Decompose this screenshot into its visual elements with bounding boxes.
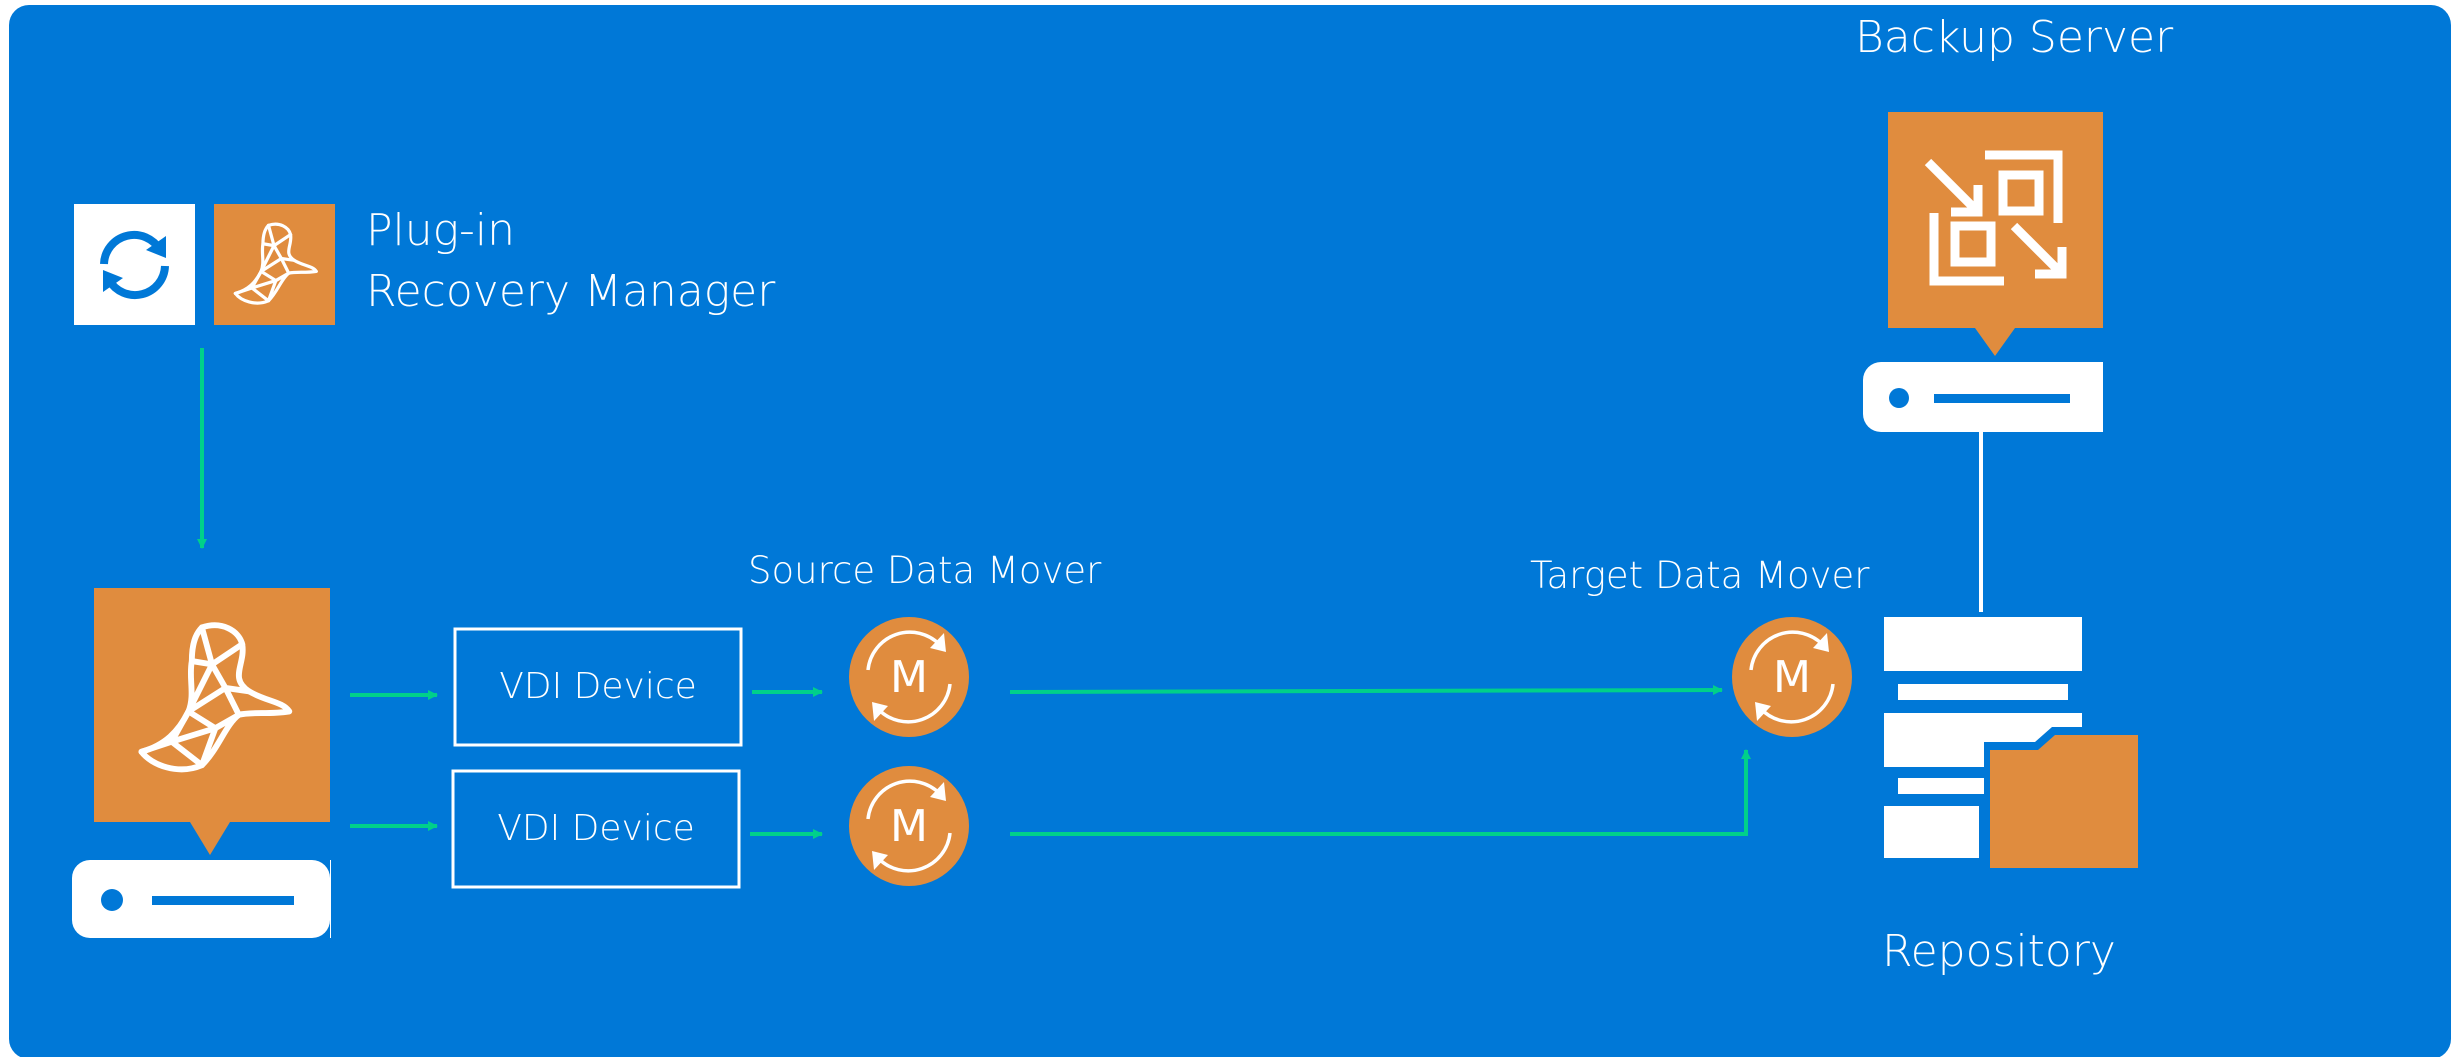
repository-label: Repository bbox=[1882, 926, 2116, 977]
flow-arrow-source-2-to-target bbox=[1010, 749, 1751, 836]
vdi-device-1-label: VDI Device bbox=[499, 666, 697, 707]
backup-server-host bbox=[1863, 362, 2103, 432]
server-slot bbox=[152, 896, 294, 905]
data-mover-icon bbox=[866, 779, 952, 873]
server-led-icon bbox=[101, 889, 123, 911]
server-led-icon bbox=[1889, 388, 1909, 408]
plugin-label-line1: Plug-in bbox=[366, 205, 515, 256]
callout-pointer bbox=[1975, 328, 2015, 356]
server-slot bbox=[1934, 394, 2070, 403]
sql-server-large-tile bbox=[94, 588, 330, 855]
data-mover-icon bbox=[1749, 630, 1835, 724]
sql-server-small-tile bbox=[214, 204, 335, 325]
backup-server-tile bbox=[1888, 112, 2103, 356]
sync-icon bbox=[100, 230, 169, 300]
vdi-device-2-label: VDI Device bbox=[497, 808, 695, 849]
repository-icon bbox=[1884, 617, 2145, 875]
sql-host-server bbox=[72, 860, 331, 938]
mover-letter: M bbox=[890, 801, 928, 852]
source-data-mover-2: M bbox=[849, 766, 969, 886]
vdi-device-2: VDI Device bbox=[451, 769, 741, 889]
target-data-mover-label: Target Data Mover bbox=[1530, 554, 1870, 597]
backup-server-label: Backup Server bbox=[1855, 12, 2174, 63]
mover-letter: M bbox=[1773, 652, 1811, 703]
vdi-device-1: VDI Device bbox=[453, 627, 743, 747]
target-data-mover: M bbox=[1732, 617, 1852, 737]
sync-arrow-head-icon bbox=[103, 270, 123, 292]
callout-pointer bbox=[190, 822, 230, 855]
source-data-mover-1: M bbox=[849, 617, 969, 737]
mover-letter: M bbox=[890, 652, 928, 703]
data-mover-icon bbox=[866, 630, 952, 724]
sync-arrow-head-icon bbox=[146, 236, 166, 258]
veeam-backup-icon bbox=[1924, 150, 2067, 286]
source-data-mover-label: Source Data Mover bbox=[748, 549, 1102, 592]
flow-arrow-source-1-to-target bbox=[1009, 685, 1723, 696]
diagram-background bbox=[9, 5, 2451, 1057]
recovery-manager-icon-tile bbox=[74, 204, 195, 325]
plugin-label-line2: Recovery Manager bbox=[366, 266, 776, 317]
folder-icon bbox=[1990, 735, 2138, 868]
